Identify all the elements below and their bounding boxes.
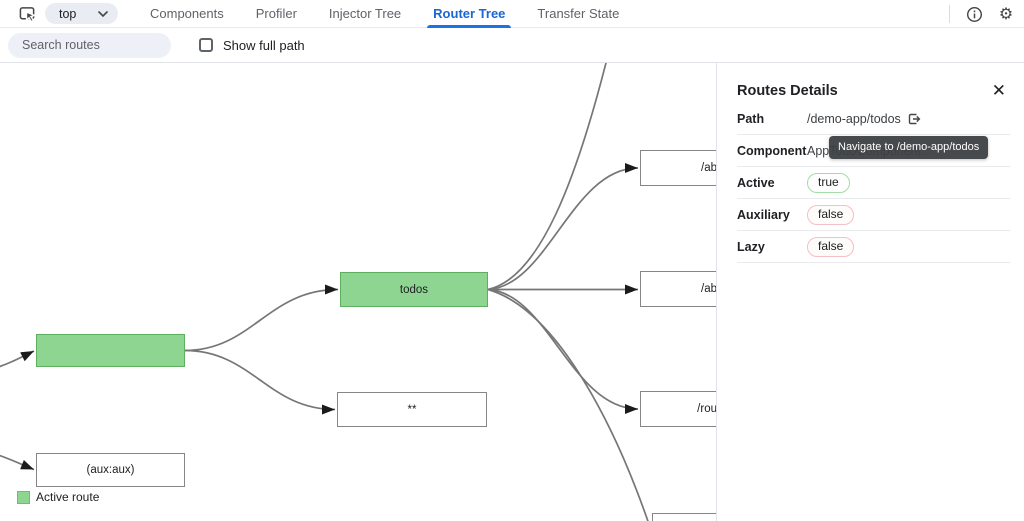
legend: Active route [17,490,99,504]
tab-components[interactable]: Components [150,6,224,21]
routes-details-panel: Routes Details ✕ Path /demo-app/todos Co… [716,63,1024,521]
show-full-path-label: Show full path [223,37,305,53]
lazy-value-badge: false [807,236,855,257]
tab-router-tree[interactable]: Router Tree [417,0,521,28]
chevron-down-icon [98,10,108,17]
lazy-label: Lazy [737,239,765,254]
active-route-swatch [17,490,30,504]
path-label: Path [737,111,765,126]
tab-injector-tree[interactable]: Injector Tree [328,6,402,21]
navigate-tooltip: Navigate to /demo-app/todos [829,136,989,159]
close-icon[interactable]: ✕ [991,81,1006,100]
router-tree-filter-bar: Show full path [0,28,1024,63]
active-label: Active [737,175,775,190]
tab-profiler[interactable]: Profiler [255,6,297,21]
settings-gear-icon[interactable]: ⚙ [998,4,1014,23]
show-full-path-checkbox[interactable] [199,38,213,52]
devtools-toolbar: top Components Profiler Injector Tree Ro… [0,0,1024,28]
route-node-aux[interactable]: (aux:aux) [36,453,185,487]
route-node-wildcard[interactable]: ** [337,392,487,427]
info-icon[interactable] [964,4,984,24]
path-value: /demo-app/todos [807,111,901,126]
show-full-path-toggle[interactable]: Show full path [199,38,305,53]
panel-title: Routes Details [737,82,838,99]
frame-selector-value: top [59,6,77,21]
path-row: Path /demo-app/todos [737,103,1010,135]
route-node-root[interactable] [36,334,185,367]
lazy-row: Lazy false [737,231,1010,263]
tab-bar: Components Profiler Injector Tree Router… [134,0,635,28]
router-tree-canvas: todos ** (aux:aux) /ab /ab /rou Active r… [0,63,1024,521]
active-route-label: Active route [36,490,100,504]
component-label: Component [737,143,807,158]
search-routes-input[interactable] [8,32,171,58]
navigate-to-route-icon[interactable] [907,112,921,126]
auxiliary-row: Auxiliary false [737,199,1010,231]
inspect-element-icon[interactable] [16,3,38,25]
toolbar-divider [949,5,950,23]
route-edges [0,63,649,521]
active-row: Active true [737,167,1010,199]
active-value-badge: true [807,172,850,193]
tab-transfer-state[interactable]: Transfer State [537,6,620,21]
frame-selector-dropdown[interactable]: top [45,3,118,24]
auxiliary-value-badge: false [807,204,855,225]
route-node-todos[interactable]: todos [340,272,488,307]
auxiliary-label: Auxiliary [737,207,790,222]
